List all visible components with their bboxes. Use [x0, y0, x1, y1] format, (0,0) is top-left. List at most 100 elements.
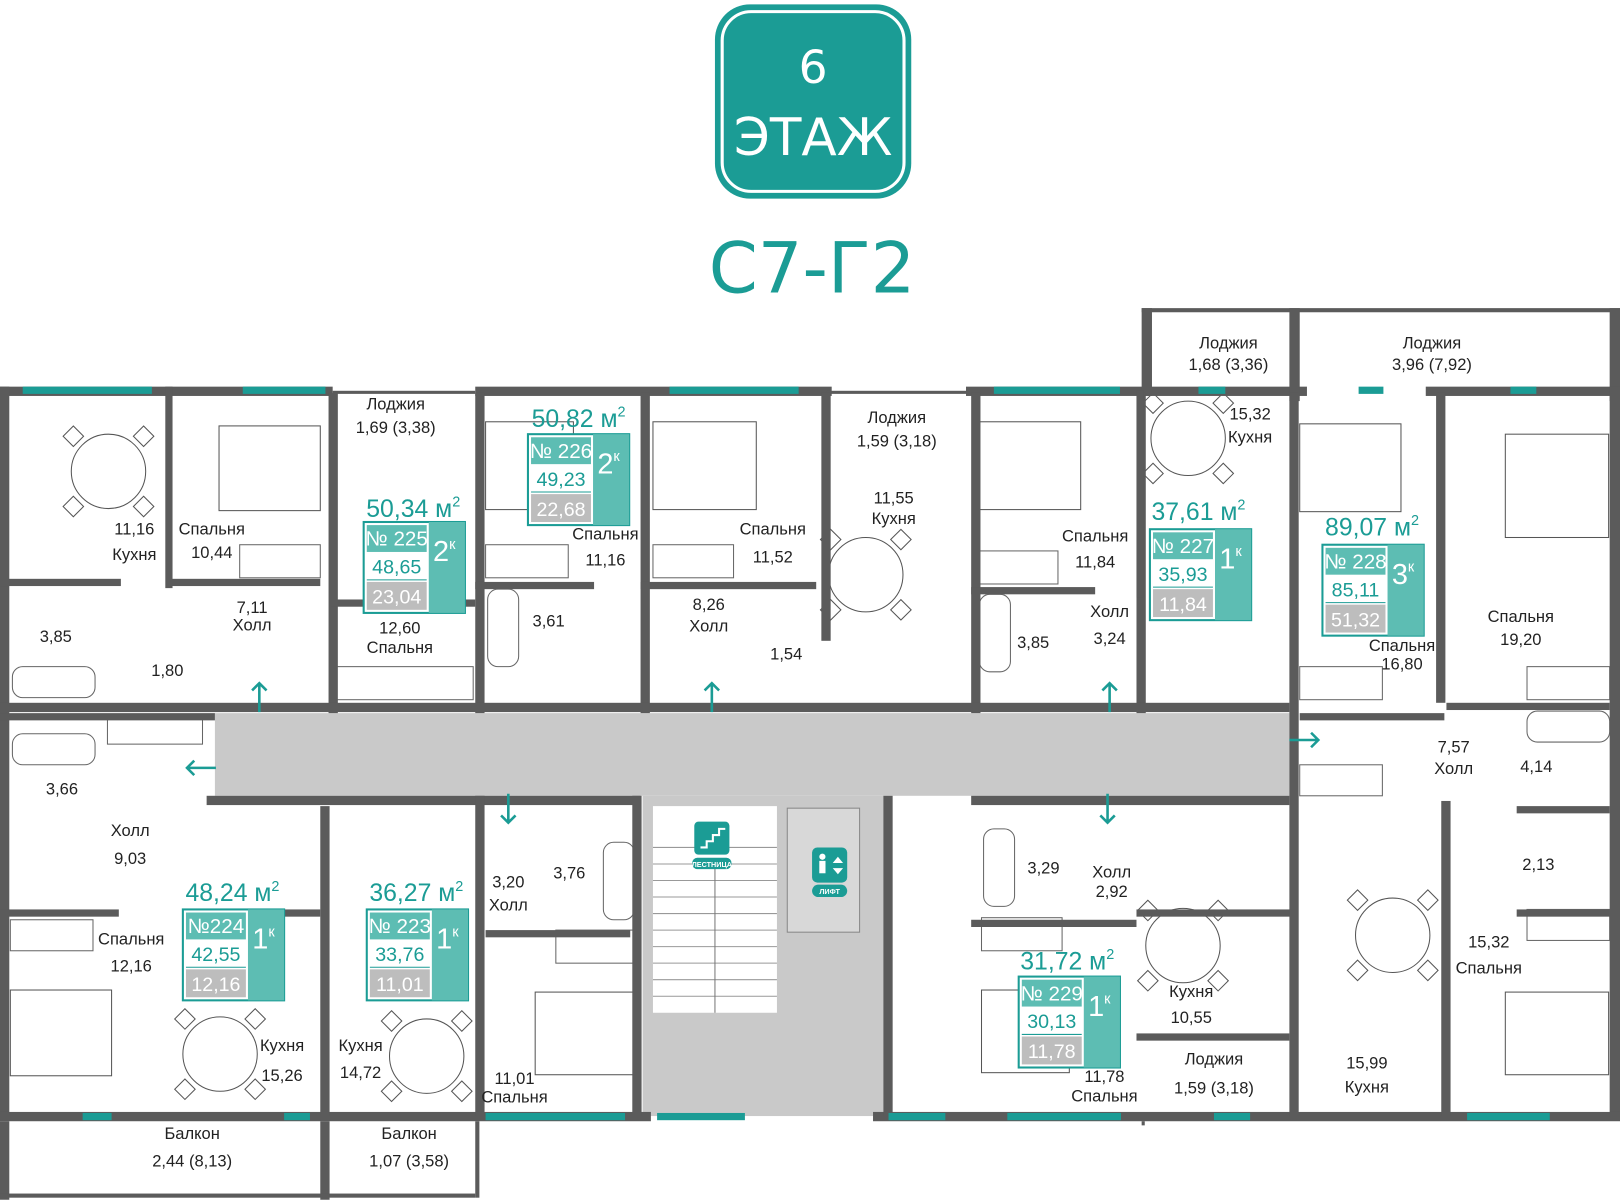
apartment-living-area: 85,11 — [1332, 579, 1380, 601]
room-label-line1: 11,55 — [874, 488, 914, 507]
window — [993, 386, 1120, 394]
window — [1467, 1112, 1550, 1121]
superscript: 2 — [455, 879, 463, 895]
wall — [0, 578, 121, 587]
window — [1007, 1112, 1121, 1121]
window — [669, 386, 799, 394]
room-label-line2: 11,84 — [1075, 552, 1115, 571]
lift-sign: ЛИФТ — [812, 847, 848, 898]
bed — [534, 991, 637, 1076]
dining-table — [1145, 907, 1221, 984]
room-label-line2: 11,16 — [585, 550, 625, 569]
dining-table — [70, 433, 147, 510]
room-suffix: к — [449, 537, 456, 553]
apartment-total-area: 37,61 м2 — [1151, 498, 1245, 526]
room-suffix: к — [1408, 560, 1415, 576]
badge-number-cell — [1325, 547, 1386, 575]
bathtub — [1526, 710, 1611, 743]
wall — [1136, 909, 1292, 917]
room-label-line1: 11,01 — [494, 1069, 534, 1088]
wall — [971, 919, 1137, 927]
apartment-number: № 228 — [1324, 550, 1386, 573]
apartment-total-area: 50,34 м2 — [366, 494, 460, 522]
room-label-line1: Кухня — [260, 1036, 304, 1055]
chair — [1207, 969, 1230, 992]
apartment-living-area: 35,93 — [1158, 564, 1207, 586]
wall — [971, 392, 981, 714]
chair — [450, 1010, 473, 1032]
superscript: 2 — [1106, 947, 1114, 963]
wardrobe — [1299, 666, 1383, 701]
entrance-arrows — [185, 681, 1321, 825]
wardrobe — [9, 919, 94, 952]
room-label-line2: Кухня — [872, 509, 916, 528]
bathtub — [487, 588, 520, 668]
wall — [883, 795, 893, 1117]
apartment-total-area: 48,24 м2 — [185, 879, 279, 907]
room-label-line2: Кухня — [112, 545, 156, 564]
wall — [1516, 806, 1610, 814]
room-label-line1: Кухня — [1169, 982, 1213, 1001]
room-label-line1: 11,16 — [114, 519, 154, 538]
wardrobe — [652, 544, 735, 579]
apartment-living-area: 30,13 — [1027, 1011, 1076, 1033]
room-label-line1: Балкон — [164, 1124, 219, 1143]
wall — [0, 909, 119, 917]
room-label-line1: Холл — [1092, 862, 1131, 881]
wall — [475, 392, 485, 714]
chair — [244, 1007, 267, 1030]
apartment-kitchen-area: 22,68 — [536, 499, 585, 521]
room-label-line2: 3,24 — [1094, 629, 1126, 648]
room-label-line1: 3,76 — [553, 863, 585, 882]
badge-rooms-cell — [593, 434, 630, 526]
apartment-kitchen-area: 23,04 — [372, 587, 421, 609]
room-suffix: к — [268, 924, 275, 940]
room-label-line2: 9,03 — [114, 849, 146, 868]
room-label-line1: Лоджия — [366, 394, 425, 413]
chair — [244, 1078, 267, 1101]
room-label-line1: Спальня — [1369, 636, 1435, 655]
room-label-line2: Кухня — [1345, 1077, 1389, 1096]
window — [485, 1112, 626, 1121]
wall — [328, 392, 338, 714]
badge-rooms-cell — [1215, 529, 1252, 621]
wall — [0, 1121, 10, 1200]
badge-rooms-cell — [1387, 544, 1424, 636]
bathtub — [602, 841, 635, 921]
badge-number-cell — [185, 912, 246, 940]
stairs-sign: ЛЕСТНИЦА — [692, 821, 733, 870]
wall — [0, 1193, 476, 1198]
room-label-line1: Спальня — [1062, 527, 1128, 546]
room-label-line2: 19,20 — [1500, 630, 1541, 649]
apartment-number: № 229 — [1021, 982, 1083, 1005]
badge-number-cell — [366, 525, 427, 552]
superscript: 2 — [271, 879, 279, 895]
room-label-line1: Спальня — [740, 519, 806, 538]
apartment-total-area: 50,82 м2 — [532, 405, 626, 433]
chair — [1346, 889, 1369, 912]
wall — [821, 392, 831, 641]
bathtub — [11, 666, 96, 699]
bed — [1504, 991, 1610, 1076]
room-suffix: к — [613, 449, 620, 465]
section-title: С7-Г2 — [709, 228, 916, 310]
room-label-line1: 3,20 — [492, 873, 524, 892]
apartment-total-area: 89,07 м2 — [1325, 513, 1419, 541]
wall — [1609, 308, 1620, 402]
